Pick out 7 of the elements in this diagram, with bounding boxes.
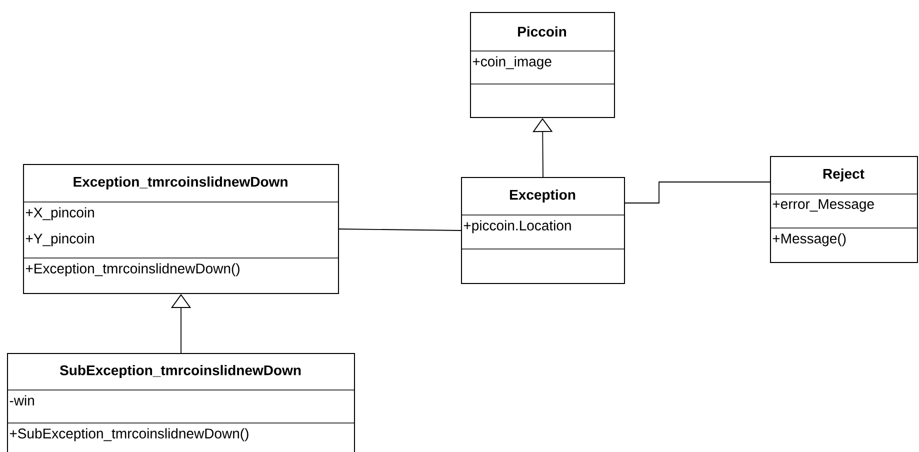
association-line bbox=[338, 228, 462, 231]
class-box: SubException_tmrcoinslidnewDown -win +SubException_tmrcoinslidnewDown() bbox=[6, 353, 355, 452]
class-box: Reject +error_Message +Message() bbox=[770, 156, 918, 263]
class-box: Exception_tmrcoinslidnewDown +X_pincoin +Y_pincoin +Exception_tmrcoinslidnewDown() bbox=[22, 164, 339, 294]
association-line bbox=[624, 182, 770, 204]
class-box: Piccoin +coin_image bbox=[470, 12, 615, 118]
class-box: Exception +piccoin.Location bbox=[460, 177, 625, 284]
